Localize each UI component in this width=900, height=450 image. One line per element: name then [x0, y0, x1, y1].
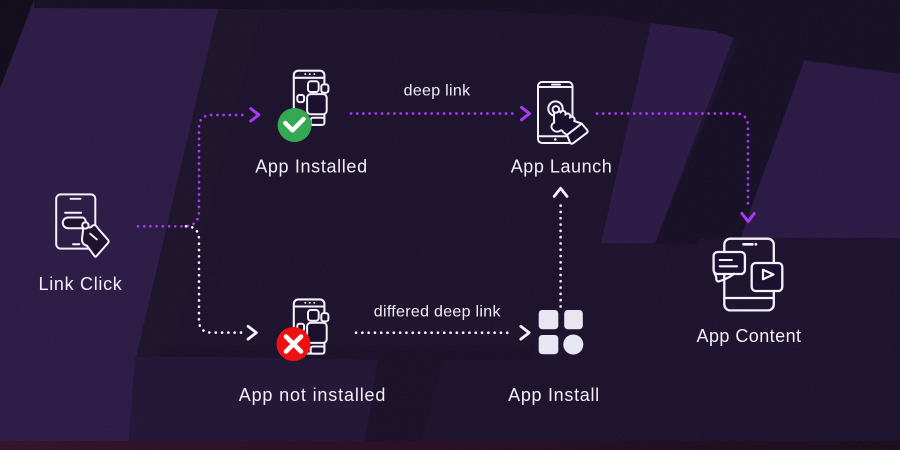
svg-text:App not installed: App not installed [239, 385, 387, 405]
svg-text:App Content: App Content [696, 326, 801, 346]
svg-text:deep link: deep link [404, 83, 471, 100]
svg-text:App Launch: App Launch [511, 157, 613, 177]
svg-text:differed deep link: differed deep link [374, 303, 502, 320]
svg-text:App Install: App Install [508, 385, 600, 405]
svg-text:App Installed: App Installed [255, 157, 368, 177]
svg-text:Link Click: Link Click [38, 274, 122, 294]
